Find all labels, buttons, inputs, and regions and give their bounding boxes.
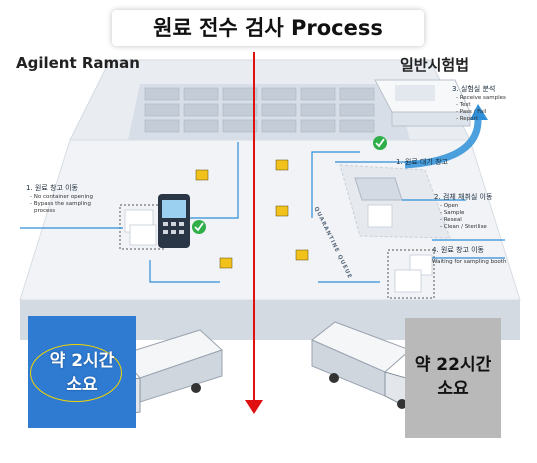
right-duration-badge (405, 318, 501, 438)
right-duration: 약 22시간 소요 (405, 353, 501, 401)
right-header: 일반시험법 (400, 56, 470, 74)
right-step4-note: Waiting for sampling booth (432, 259, 507, 265)
right-step2-item: - Clean / Sterilise (440, 224, 487, 230)
left-header: Agilent Raman (16, 54, 140, 72)
right-step3-item: - Pass / Fail (456, 109, 487, 115)
right-step2-title: 2. 검체 채취실 이동 (434, 193, 493, 201)
right-step2-item: - Open (440, 203, 459, 209)
right-step3-item: - Report (456, 116, 478, 122)
left-duration-line1: 약 2시간 (49, 351, 115, 371)
right-step3-item: - Test (456, 102, 471, 108)
right-duration-line2: 소요 (437, 379, 469, 399)
right-step2-item: - Sample (440, 210, 465, 216)
right-step3-item: - Receive samples (456, 95, 506, 101)
page-title: 원료 전수 검사 Process (112, 10, 424, 46)
left-step1-item: process (34, 208, 56, 214)
left-step1-title: 1. 원료 창고 이동 (26, 184, 78, 192)
down-arrow-icon (245, 400, 263, 414)
right-step4-title: 4. 원료 창고 이동 (432, 246, 484, 254)
right-duration-line1: 약 22시간 (414, 355, 492, 375)
left-duration: 약 2시간 소요 (28, 349, 136, 397)
right-step1-title: 1. 원료 대기 창고 (396, 158, 448, 166)
left-step1-item: - No container opening (30, 194, 94, 200)
right-step2-item: - Reseal (440, 217, 462, 223)
right-step3-title: 3. 실험실 분석 (452, 85, 496, 93)
highlight-ellipse (30, 344, 122, 402)
left-duration-line2: 소요 (66, 375, 98, 395)
left-step1-item: - Bypass the sampling (30, 201, 91, 207)
